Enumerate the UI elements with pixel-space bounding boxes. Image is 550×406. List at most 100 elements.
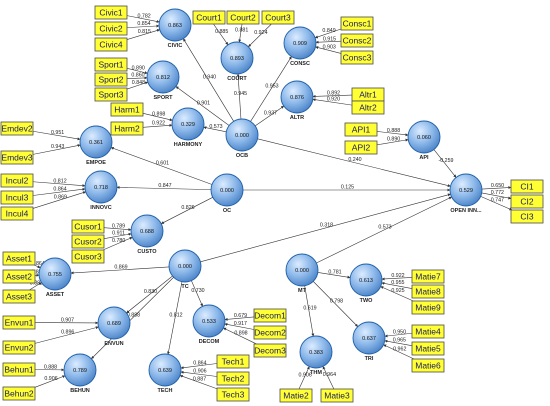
indicator-sport2[interactable]: Sport2 [94,72,128,87]
indicator-cusor3[interactable]: Cusor3 [71,249,105,264]
path-arrow-oc-custo [160,197,213,224]
indicator-incul2[interactable]: Incul2 [0,173,34,188]
indicator-emdev3[interactable]: Emdev3 [0,150,34,165]
indicator-asset3[interactable]: Asset3 [2,289,36,304]
indicator-behun2[interactable]: Behun2 [2,386,36,401]
indicator-ci3[interactable]: CI3 [510,209,544,224]
path-arrow-ocb-sport [175,86,230,126]
indicator-label: Consc2 [343,36,372,46]
path-coefficient-label: 0.888 [387,128,400,134]
indicator-behun1[interactable]: Behun1 [2,362,36,377]
indicator-matie2[interactable]: Matie2 [279,388,313,403]
indicator-decom1[interactable]: Decom1 [253,308,287,323]
indicator-incul4[interactable]: Incul4 [0,206,34,221]
indicator-harm2[interactable]: Harm2 [110,121,144,136]
indicator-box [2,251,36,266]
latent-r-squared: 0.000 [295,268,309,274]
indicator-label: Altr2 [359,103,377,113]
indicator-envun1[interactable]: Envun1 [2,315,36,330]
indicator-tech2[interactable]: Tech2 [216,371,250,386]
indicator-api2[interactable]: API2 [344,140,378,155]
path-arrow-ocb-consc [250,56,292,122]
path-coefficient-label: 0.812 [169,313,182,319]
path-arrow-court2-court [238,23,243,43]
indicator-cusor2[interactable]: Cusor2 [71,234,105,249]
indicator-cusor1[interactable]: Cusor1 [71,219,105,234]
indicator-box [510,194,544,209]
indicator-court2[interactable]: Court2 [226,10,260,25]
indicator-consc2[interactable]: Consc2 [340,33,374,48]
latent-r-squared: 0.383 [309,350,323,356]
indicator-decom3[interactable]: Decom3 [253,343,287,358]
indicator-asset2[interactable]: Asset2 [2,269,36,284]
indicator-matie5[interactable]: Matie5 [411,341,445,356]
indicator-label: Asset2 [6,272,32,282]
indicator-harm1[interactable]: Harm1 [110,102,144,117]
latent-circle [283,26,317,60]
indicator-consc1[interactable]: Consc1 [340,16,374,31]
indicator-envun2[interactable]: Envun2 [2,340,36,355]
indicator-label: Civic1 [99,8,122,18]
indicator-sport3[interactable]: Sport3 [94,87,128,102]
indicator-emdev2[interactable]: Emdev2 [0,121,34,136]
indicator-consc3[interactable]: Consc3 [340,50,374,65]
indicator-civic4[interactable]: Civic4 [94,37,128,52]
path-arrow-ocb-harmony [203,126,227,133]
path-arrow-oc-innovc [116,185,212,190]
indicator-matie3[interactable]: Matie3 [320,388,354,403]
indicator-matie4[interactable]: Matie4 [411,324,445,339]
latent-r-squared: 0.361 [89,140,103,146]
indicator-label: API1 [352,125,371,135]
indicator-tech3[interactable]: Tech3 [216,387,250,402]
indicator-altr1[interactable]: Altr1 [351,87,385,102]
path-arrow-cusor2-custo [103,232,132,239]
indicator-api1[interactable]: API1 [344,122,378,137]
indicator-incul3[interactable]: Incul3 [0,190,34,205]
latent-r-squared: 0.000 [235,133,249,139]
indicator-matie7[interactable]: Matie7 [411,269,445,284]
indicator-decom2[interactable]: Decom2 [253,325,287,340]
indicator-tech1[interactable]: Tech1 [216,354,250,369]
indicator-matie9[interactable]: Matie9 [411,300,445,315]
latent-r-squared: 0.639 [158,368,172,374]
path-coefficient-label: 0.781 [328,270,341,276]
latent-r-squared: 0.876 [290,95,304,101]
indicator-sport1[interactable]: Sport1 [94,57,128,72]
indicator-court3[interactable]: Court3 [261,10,295,25]
indicator-matie8[interactable]: Matie8 [411,284,445,299]
indicator-civic2[interactable]: Civic2 [94,21,128,36]
indicator-matie6[interactable]: Matie6 [411,358,445,373]
indicator-altr2[interactable]: Altr2 [351,100,385,115]
indicator-box [0,173,34,188]
indicator-court1[interactable]: Court1 [192,10,226,25]
indicator-civic1[interactable]: Civic1 [94,5,128,20]
indicator-asset1[interactable]: Asset1 [2,251,36,266]
path-arrow-envun2-envun [34,326,99,344]
latent-name: OCB [236,153,248,159]
indicator-ci2[interactable]: CI2 [510,194,544,209]
indicator-ci1[interactable]: CI1 [510,179,544,194]
